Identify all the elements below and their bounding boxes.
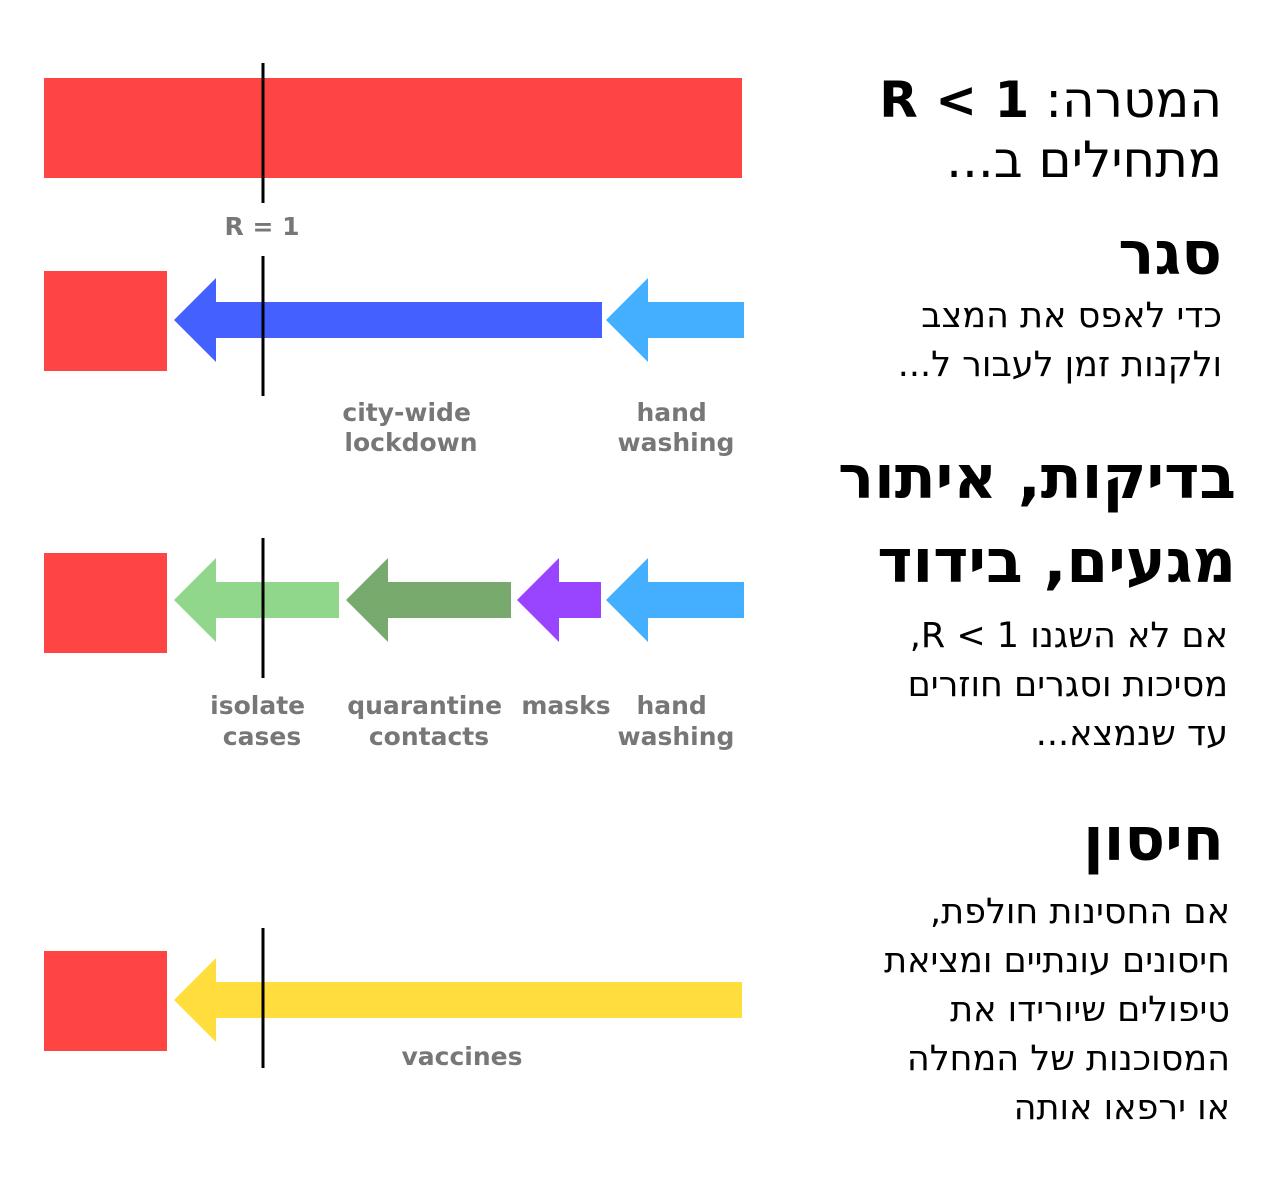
paragraph-line: ולקנות זמן לעבור ל... [897, 345, 1222, 385]
arrow-label-isolate-cases: isolate cases [210, 691, 314, 751]
lockdown-description: כדי לאפס את המצב ולקנות זמן לעבור ל... [898, 292, 1222, 390]
testing-description: אם לא השגנו R < 1, מסיכות וסגרים חוזרים … [908, 612, 1228, 759]
remaining-r-bar [44, 553, 167, 653]
arrow-label-hand-washing: hand washing [618, 398, 735, 457]
paragraph-line: חיסונים עונתיים ומציאת [884, 941, 1230, 981]
arrow-label-masks: masks [521, 691, 610, 720]
arrow-label-hand-washing: hand washing [618, 691, 735, 751]
paragraph-line: אם החסינות חולפת, [930, 892, 1230, 932]
heading-line: סגר [1118, 219, 1222, 289]
remaining-r-bar [44, 951, 167, 1051]
paragraph-line: אם לא השגנו R < 1, [909, 616, 1228, 656]
quarantine-contacts-arrow [346, 558, 511, 642]
paragraph-line: עד שנמצא... [1035, 714, 1228, 754]
arrow-label-city-wide-lockdown: city-wide lockdown [342, 398, 479, 457]
initial-r-bar [44, 78, 742, 178]
hand-washing-arrow [606, 278, 744, 362]
goal-line-2: מתחילים ב... [946, 131, 1222, 189]
lockdown-heading: סגר [1118, 212, 1222, 296]
isolate-cases-arrow [174, 558, 339, 642]
paragraph-line: או ירפאו אותה [1013, 1088, 1230, 1128]
goal-formula: R < 1 [879, 71, 1030, 129]
city-wide-lockdown-arrow [174, 278, 602, 362]
heading-line: מגעים, בידוד [877, 527, 1236, 597]
remaining-r-bar [44, 271, 167, 371]
hand-washing-arrow [606, 558, 744, 642]
paragraph-line: כדי לאפס את המצב [921, 296, 1222, 336]
goal-text: המטרה: R < 1 מתחילים ב... [879, 70, 1222, 190]
vaccines-arrow [174, 958, 742, 1042]
heading-line: בדיקות, איתור [837, 443, 1236, 513]
paragraph-line: מסיכות וסגרים חוזרים [907, 665, 1228, 705]
paragraph-line: המסוכנות של המחלה [906, 1039, 1230, 1079]
paragraph-line: טיפולים שיורידו את [950, 990, 1230, 1030]
heading-line: חיסון [1083, 805, 1224, 875]
goal-line-1: המטרה: R < 1 [879, 70, 1222, 130]
goal-prefix: המטרה: [1045, 71, 1222, 129]
vaccine-description: אם החסינות חולפת, חיסונים עונתיים ומציאת… [884, 888, 1230, 1133]
testing-heading: בדיקות, איתור מגעים, בידוד [838, 436, 1236, 604]
arrow-label-quarantine-contacts: quarantine contacts [347, 691, 511, 751]
r-equals-one-label: R = 1 [225, 212, 300, 241]
vaccine-heading: חיסון [1083, 798, 1224, 882]
masks-arrow [517, 558, 601, 642]
arrow-label-vaccines: vaccines [401, 1042, 522, 1071]
